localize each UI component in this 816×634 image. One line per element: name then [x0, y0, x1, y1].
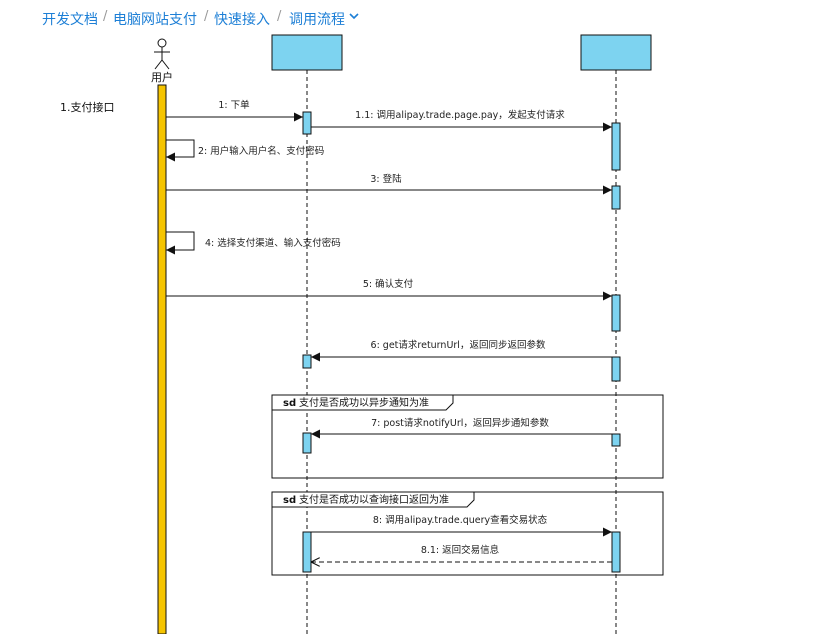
message-label-7: 7: post请求notifyUrl，返回异步通知参数	[371, 417, 549, 429]
message-label-2: 2: 用户输入用户名、支付密码	[198, 145, 324, 157]
chevron-down-icon[interactable]	[348, 9, 360, 24]
section-label: 1.支付接口	[60, 101, 115, 114]
message-arrow-2	[166, 139, 195, 162]
frame-title-tab	[271, 491, 475, 508]
breadcrumb: 开发文档 / 电脑网站支付 / 快速接入 / 调用流程	[0, 0, 816, 36]
breadcrumb-separator: /	[204, 9, 209, 24]
activation-merchant	[302, 531, 312, 573]
breadcrumb-item-docs[interactable]: 开发文档	[42, 12, 98, 28]
breadcrumb-item-call-flow[interactable]: 调用流程	[289, 12, 345, 28]
message-label-8-1: 8.1: 返回交易信息	[421, 544, 499, 556]
frame-keyword: sd	[283, 398, 296, 409]
breadcrumb-separator: /	[103, 9, 108, 24]
breadcrumb-separator: /	[277, 9, 282, 24]
participant-merchant-box	[271, 34, 343, 71]
activation-alipay	[611, 433, 621, 447]
message-label-6: 6: get请求returnUrl，返回同步返回参数	[371, 339, 546, 351]
frame-title: 支付是否成功以异步通知为准	[299, 396, 429, 409]
message-label-8: 8: 调用alipay.trade.query查看交易状态	[373, 514, 548, 526]
actor-user-icon	[154, 38, 170, 70]
activation-alipay	[611, 531, 621, 573]
activation-alipay	[611, 294, 621, 332]
message-arrow-4	[166, 231, 195, 255]
activation-merchant	[302, 111, 312, 135]
message-label-1: 1: 下单	[218, 99, 250, 111]
actor-label: 用户	[151, 70, 173, 84]
breadcrumb-item-web-payment[interactable]: 电脑网站支付	[113, 12, 197, 28]
frame-title: 支付是否成功以查询接口返回为准	[299, 493, 449, 506]
activation-merchant	[302, 354, 312, 369]
frame-keyword: sd	[283, 495, 296, 506]
message-label-3: 3: 登陆	[370, 173, 402, 185]
activation-merchant	[302, 432, 312, 454]
message-label-1-1: 1.1: 调用alipay.trade.page.pay，发起支付请求	[355, 109, 565, 121]
message-label-5: 5: 确认支付	[363, 278, 414, 290]
message-label-4: 4: 选择支付渠道、输入支付密码	[205, 237, 341, 249]
participant-alipay-box	[580, 34, 652, 71]
activation-alipay	[611, 356, 621, 382]
actor-activation-bar	[157, 84, 167, 634]
interaction-frame-async	[271, 394, 664, 479]
activation-alipay	[611, 185, 621, 210]
activation-alipay	[611, 122, 621, 171]
frame-title-tab	[271, 394, 454, 411]
breadcrumb-item-quick-start[interactable]: 快速接入	[214, 12, 270, 28]
